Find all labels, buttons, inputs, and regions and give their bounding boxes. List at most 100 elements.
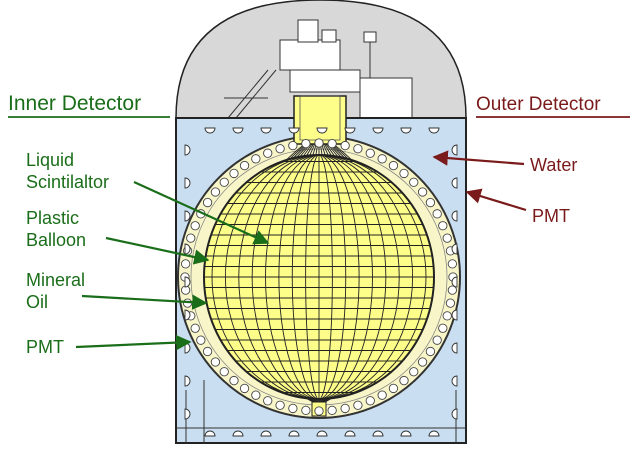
- pmt-icon: [340, 140, 350, 151]
- pmt-icon: [428, 430, 440, 437]
- mineral-oil-arrow: [81, 294, 208, 310]
- pmt-icon: [445, 298, 456, 308]
- pmt-icon: [316, 430, 328, 437]
- pmt-icon: [314, 138, 324, 148]
- pmt-icon: [180, 259, 191, 269]
- pmt-icon: [232, 430, 244, 437]
- pmt-icon: [184, 309, 191, 321]
- pmt-icon: [451, 342, 458, 354]
- pmt-icon: [288, 140, 298, 151]
- chimney: [293, 95, 347, 145]
- pmt-icon: [400, 127, 412, 134]
- pmt-icon: [219, 177, 229, 187]
- pmt-icon: [202, 197, 213, 208]
- pmt-icon: [184, 408, 191, 420]
- pmt-icon: [260, 430, 272, 437]
- pmt-icon: [196, 335, 206, 345]
- pmt-icon: [451, 309, 458, 321]
- pmt-icon: [417, 187, 428, 197]
- mineral-oil-label-2: Oil: [26, 292, 48, 312]
- pmt-icon: [288, 430, 300, 437]
- pmt-icon: [204, 127, 216, 134]
- pmt-icon: [263, 148, 273, 158]
- pmt-icon: [372, 430, 384, 437]
- pmt-icon: [388, 383, 399, 394]
- pmt-outer-label: PMT: [532, 206, 570, 226]
- pmt-icon: [184, 177, 191, 189]
- pmt-icon: [301, 138, 311, 149]
- pmt-icon: [388, 160, 399, 171]
- pmt-icon: [184, 210, 191, 222]
- pmt-icon: [451, 243, 458, 255]
- mineral-oil-label-1: Mineral: [26, 270, 85, 290]
- pmt-icon: [301, 405, 311, 416]
- pmt-icon: [327, 138, 337, 149]
- pmt-icon: [260, 127, 272, 134]
- pmt-icon: [353, 144, 363, 154]
- inner-detector-title: Inner Detector: [8, 92, 141, 115]
- plastic-balloon-arrow: [105, 236, 210, 265]
- pmt-icon: [451, 177, 458, 189]
- pmt-icon: [219, 367, 229, 377]
- water-arrow: [432, 150, 525, 166]
- pmt-icon: [442, 311, 452, 321]
- plastic-balloon-label-1: Plastic: [26, 208, 79, 228]
- pmt-icon: [451, 276, 458, 288]
- liquid-scintillator-label-1: Liquid: [26, 150, 74, 170]
- pmt-icon: [399, 168, 409, 179]
- pmt-icon: [202, 346, 213, 357]
- pmt-icon: [184, 375, 191, 387]
- pmt-icon: [442, 233, 452, 243]
- pmt-icon: [451, 375, 458, 387]
- dome-equipment: [224, 19, 413, 121]
- pmt-icon: [190, 323, 200, 333]
- pmt-icon: [377, 390, 387, 400]
- pmt-icon: [275, 400, 285, 410]
- pmt-icon: [288, 127, 300, 134]
- pmt-icon: [210, 187, 221, 197]
- pmt-icon: [425, 197, 436, 208]
- pmt-icon: [400, 430, 412, 437]
- pmt-icon: [275, 144, 285, 154]
- pmt-icon: [344, 430, 356, 437]
- pmt-icon: [344, 127, 356, 134]
- water-label: Water: [530, 155, 577, 175]
- pmt-icon: [451, 408, 458, 420]
- liquid-scintillator-label-2: Scintilaltor: [26, 172, 109, 192]
- pmt-icon: [438, 323, 448, 333]
- pmt-icon: [229, 375, 239, 386]
- pmt-icon: [365, 396, 375, 406]
- outer-pmt-array: [184, 127, 458, 437]
- pmt-icon: [184, 276, 191, 288]
- balloon-grid: [204, 155, 434, 399]
- pmt-icon: [340, 403, 350, 414]
- pmt-icon: [409, 177, 419, 187]
- pmt-icon: [447, 285, 458, 295]
- pmt-inner-label: PMT: [26, 337, 64, 357]
- pmt-icon: [229, 168, 239, 179]
- pmt-icon: [428, 127, 440, 134]
- pmt-icon: [232, 127, 244, 134]
- pmt-icon: [432, 209, 442, 219]
- pmt-icon: [184, 144, 191, 156]
- pmt-inner-arrow: [75, 334, 192, 351]
- pmt-icon: [432, 335, 442, 345]
- pmt-icon: [438, 221, 448, 231]
- pmt-icon: [365, 148, 375, 158]
- pmt-icon: [399, 375, 409, 386]
- pmt-icon: [251, 390, 261, 400]
- pmt-icon: [263, 396, 273, 406]
- pmt-icon: [417, 357, 428, 367]
- liquid-scintillator-arrow: [133, 180, 270, 245]
- pmt-icon: [316, 127, 328, 134]
- pmt-icon: [210, 357, 221, 367]
- pmt-icon: [377, 154, 387, 164]
- pmt-icon: [327, 405, 337, 416]
- pmt-icon: [239, 160, 250, 171]
- pmt-icon: [447, 259, 458, 269]
- pmt-icon: [451, 144, 458, 156]
- pmt-icon: [372, 127, 384, 134]
- pmt-icon: [190, 221, 200, 231]
- pmt-icon: [251, 154, 261, 164]
